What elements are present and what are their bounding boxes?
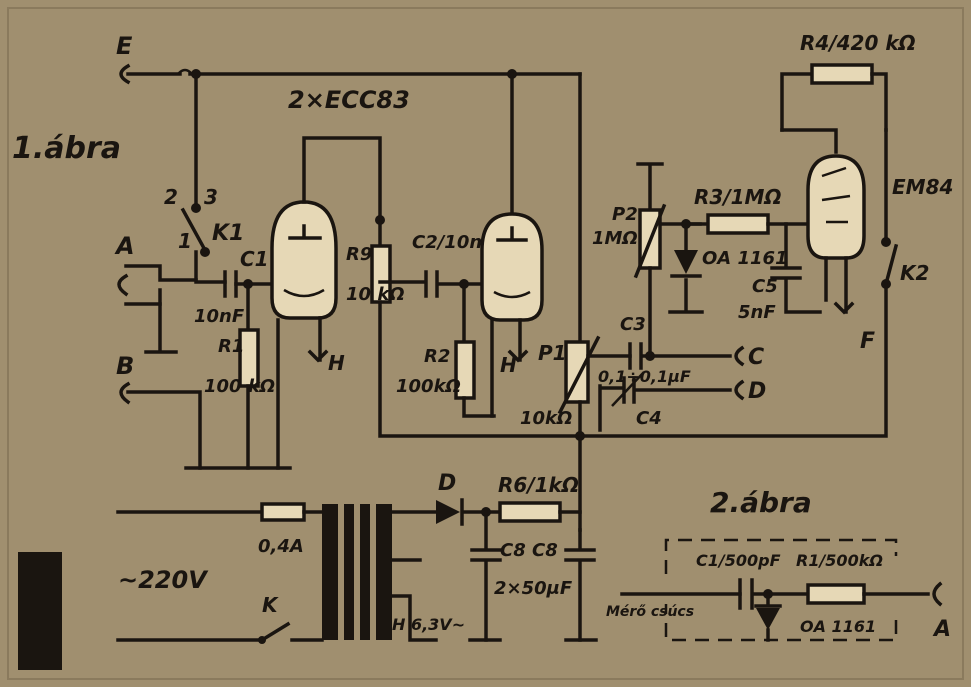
svg-text:K: K [262, 593, 279, 617]
fuse: 0,4A [258, 502, 324, 557]
figure-2-diode: OA 1161 [754, 592, 876, 642]
svg-text:R2: R2 [424, 346, 450, 367]
switch-k1: 2 3 1 K1 [164, 185, 244, 257]
figure-1: 1.ábra 2×ECC83 E 2 3 1 K1 A [12, 31, 953, 670]
svg-text:C3: C3 [620, 314, 646, 335]
svg-text:A: A [114, 232, 135, 260]
terminal-b: B [116, 352, 202, 470]
svg-text:~220V: ~220V [118, 566, 209, 594]
terminal-a: A [114, 232, 198, 354]
heater-h1-label: H [328, 351, 345, 375]
svg-text:OA 1161: OA 1161 [800, 617, 876, 636]
svg-text:C4: C4 [636, 408, 662, 429]
capacitor-c1: C1 10nF [194, 247, 269, 327]
resistor-r6: R6/1kΩ [498, 473, 582, 532]
c3-c4-value: 0,1÷0,1μF [598, 367, 691, 386]
terminal-c: C [734, 345, 764, 370]
terminal-d: D [734, 379, 766, 404]
svg-text:C2/10nF: C2/10nF [412, 232, 495, 253]
svg-text:A: A [932, 617, 951, 642]
figure-2-capacitor: C1/500pF [696, 551, 810, 610]
capacitor-c3: C3 [620, 314, 732, 370]
resistor-r2: R2 100kΩ [396, 282, 496, 418]
tubes-label: 2×ECC83 [288, 86, 410, 114]
svg-text:0,4A: 0,4A [258, 536, 304, 557]
svg-text:3: 3 [204, 185, 218, 209]
tube-2: H [480, 212, 544, 418]
terminal-e: E [116, 32, 133, 85]
svg-text:K2: K2 [900, 261, 929, 285]
diode-d: D [436, 471, 502, 526]
svg-text:1MΩ: 1MΩ [592, 228, 638, 249]
figure-2-resistor: R1/500kΩ [796, 551, 930, 605]
svg-text:B: B [116, 352, 134, 380]
switch-k2: K2 [578, 128, 929, 438]
resistor-r4: R4/420 kΩ [780, 31, 916, 132]
resistor-r1: R1 100 kΩ [204, 282, 275, 470]
figure-2-title: 2.ábra [710, 486, 812, 519]
svg-text:R3/1MΩ: R3/1MΩ [694, 185, 781, 209]
svg-text:100kΩ: 100kΩ [396, 376, 461, 397]
page-frame [7, 7, 964, 680]
switch-k: K [258, 593, 324, 644]
terminal-f: F [860, 329, 875, 354]
capacitor-c4: C4 [598, 371, 732, 432]
figure-2-terminal-a: A [932, 581, 951, 642]
svg-text:5nF: 5nF [738, 302, 776, 323]
svg-text:OA 1161: OA 1161 [702, 248, 788, 269]
potentiometer-p2: P2 1MΩ [592, 162, 702, 358]
svg-text:R6/1kΩ: R6/1kΩ [498, 473, 579, 497]
svg-text:C8: C8 [532, 540, 558, 561]
capacitor-c5: C5 5nF [738, 222, 822, 323]
potentiometer-p1: P1 10kΩ [520, 335, 632, 438]
diode-oa1161: OA 1161 [668, 222, 788, 314]
svg-text:C1: C1 [240, 247, 269, 271]
svg-text:R9: R9 [346, 244, 372, 265]
svg-text:10nF: 10nF [194, 306, 245, 327]
svg-text:10kΩ: 10kΩ [520, 408, 572, 429]
resistor-r9: R9 10 kΩ [346, 215, 582, 438]
capacitor-c8: C8 C8 2×50μF [468, 510, 598, 642]
svg-text:EM84: EM84 [892, 175, 953, 199]
mains-input: ~220V [116, 510, 264, 642]
svg-text:R1/500kΩ: R1/500kΩ [796, 551, 883, 570]
svg-text:1: 1 [178, 229, 192, 253]
svg-text:R4/420 kΩ: R4/420 kΩ [800, 31, 916, 55]
svg-text:K1: K1 [212, 221, 244, 246]
svg-text:P2: P2 [612, 204, 638, 225]
ink-block [18, 552, 62, 670]
svg-text:10 kΩ: 10 kΩ [346, 284, 405, 305]
resistor-r3: R3/1MΩ [684, 185, 812, 235]
svg-text:C: C [748, 345, 764, 370]
svg-text:D: D [438, 471, 456, 496]
heater-h2-label: H [500, 353, 517, 377]
svg-text:R1: R1 [218, 336, 244, 357]
transformer: H 6,3V~ [322, 504, 465, 642]
svg-text:2: 2 [164, 185, 178, 209]
svg-text:C5: C5 [752, 276, 778, 297]
em84-indicator: EM84 [806, 154, 953, 315]
svg-text:H 6,3V~: H 6,3V~ [392, 615, 465, 634]
capacitor-c2: C2/10nF [378, 232, 495, 298]
svg-text:C1/500pF: C1/500pF [696, 551, 781, 570]
svg-text:D: D [748, 379, 766, 404]
svg-text:E: E [116, 32, 133, 60]
figure-2-input-label: Mérő csúcs [606, 604, 694, 620]
figure-1-title: 1.ábra [12, 131, 121, 166]
svg-text:C8: C8 [500, 540, 526, 561]
tube-1: H [270, 136, 382, 375]
svg-text:P1: P1 [538, 341, 567, 365]
svg-text:100 kΩ: 100 kΩ [204, 376, 275, 397]
figure-2: 2.ábra C1/500pF R1/500kΩ OA 1161 A Mérő … [606, 486, 951, 642]
svg-text:2×50μF: 2×50μF [494, 578, 573, 599]
shield-dashed [664, 538, 898, 642]
